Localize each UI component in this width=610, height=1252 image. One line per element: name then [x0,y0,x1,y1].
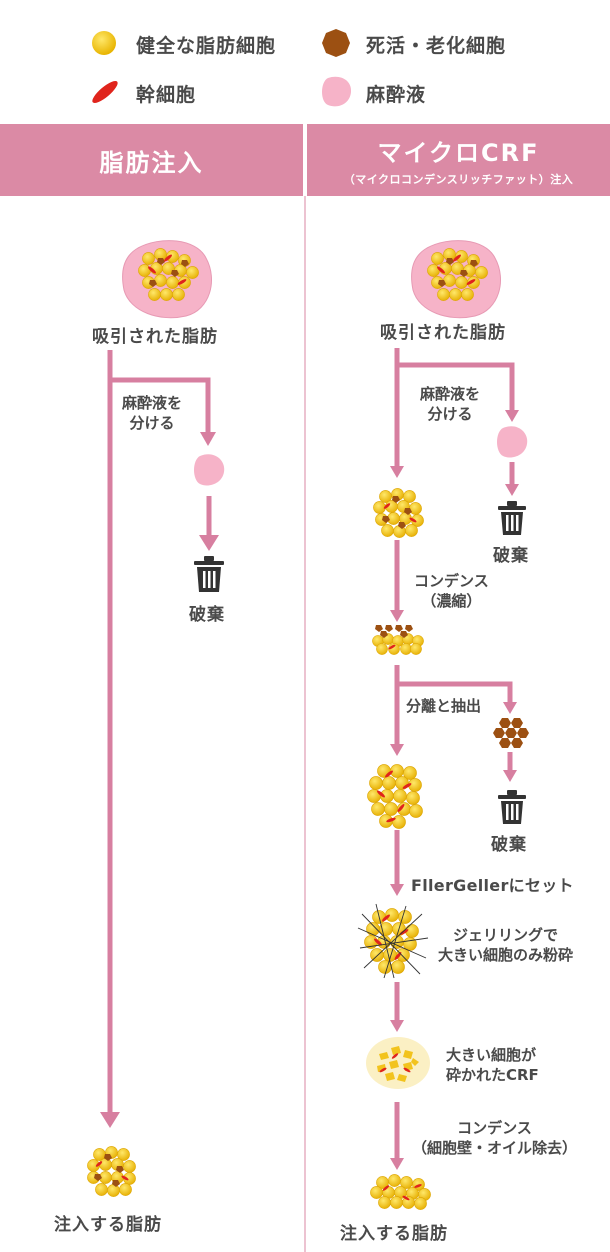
right-column-title: マイクロCRF [377,139,540,167]
right-end-label: 注入する脂肪 [340,1224,448,1244]
right-separate-note: 麻酔液を 分ける [420,385,480,424]
left-trash-icon [194,556,224,592]
left-end-label: 注入する脂肪 [54,1215,162,1235]
right-trash-icon-1 [498,501,526,535]
right-condensed-layer [372,625,424,655]
right-extract-note: 分離と抽出 [406,697,482,715]
right-set-label: FllerGellerにセット [411,876,574,895]
right-condense-note-line2: （濃縮） [421,591,482,610]
legend-anesthetic-icon [322,76,352,107]
left-suctioned-fat-image [122,240,212,319]
right-column-subtitle: （マイクロコンデンスリッチファット）注入 [343,173,574,186]
legend-healthy-fat-label: 健全な脂肪細胞 [136,35,277,57]
right-discard2-label: 破棄 [491,835,527,855]
right-trash-icon-2 [498,790,526,824]
right-gelling-cluster [357,903,429,979]
right-start-label: 吸引された脂肪 [380,323,506,343]
right-condense2-note: コンデンス （細胞壁・オイル除去） [412,1119,577,1158]
left-column-header: 脂肪注入 [0,124,303,196]
right-condense2-note-line1: コンデンス [457,1119,532,1137]
right-dead-cell-cluster [493,718,529,748]
legend: 健全な脂肪細胞 死活・老化細胞 幹細胞 麻酔液 [0,0,610,120]
legend-anesthetic-label: 麻酔液 [366,84,427,106]
right-discard1-label: 破棄 [493,546,529,566]
right-separate-note-line2: 分ける [427,404,473,423]
right-condense-note: コンデンス （濃縮） [414,572,489,611]
right-separate-note-line1: 麻酔液を [420,385,481,403]
right-condense2-note-line2: （細胞壁・オイル除去） [412,1138,578,1157]
right-crushed-note: 大きい細胞が 砕かれたCRF [446,1046,539,1085]
right-gel-note-line1: ジェリリングで [453,926,559,944]
right-suctioned-fat-image [411,240,501,319]
right-crushed-note-line2: 砕かれたCRF [446,1065,539,1084]
left-separate-note-line2: 分ける [129,413,175,432]
legend-stem-cell-icon [92,81,118,103]
left-final-fat [87,1146,136,1197]
left-anesthetic-blob [194,454,225,486]
legend-dead-cell-label: 死活・老化細胞 [366,35,507,57]
right-fat-cluster [373,488,424,538]
left-column-title: 脂肪注入 [99,148,204,177]
right-column-header: マイクロCRF （マイクロコンデンスリッチファット）注入 [307,124,610,196]
legend-dead-cell-icon [322,29,350,57]
left-discard-label: 破棄 [189,605,225,625]
right-stem-rich-cluster [367,764,423,829]
left-start-label: 吸引された脂肪 [92,327,218,347]
right-crushed-crf [366,1037,430,1089]
right-gel-note: ジェリリングで 大きい細胞のみ粉砕 [438,926,573,965]
right-anesthetic-blob [497,426,528,458]
column-divider [304,196,306,1252]
left-separate-note-line1: 麻酔液を [122,394,183,412]
right-crushed-note-line1: 大きい細胞が [446,1046,537,1064]
right-condense-note-line1: コンデンス [414,572,489,590]
right-gel-note-line2: 大きい細胞のみ粉砕 [438,945,574,964]
right-final-fat [370,1174,431,1210]
legend-healthy-fat-icon [92,31,116,55]
legend-stem-cell-label: 幹細胞 [136,84,197,106]
left-separate-note: 麻酔液を 分ける [122,394,182,433]
